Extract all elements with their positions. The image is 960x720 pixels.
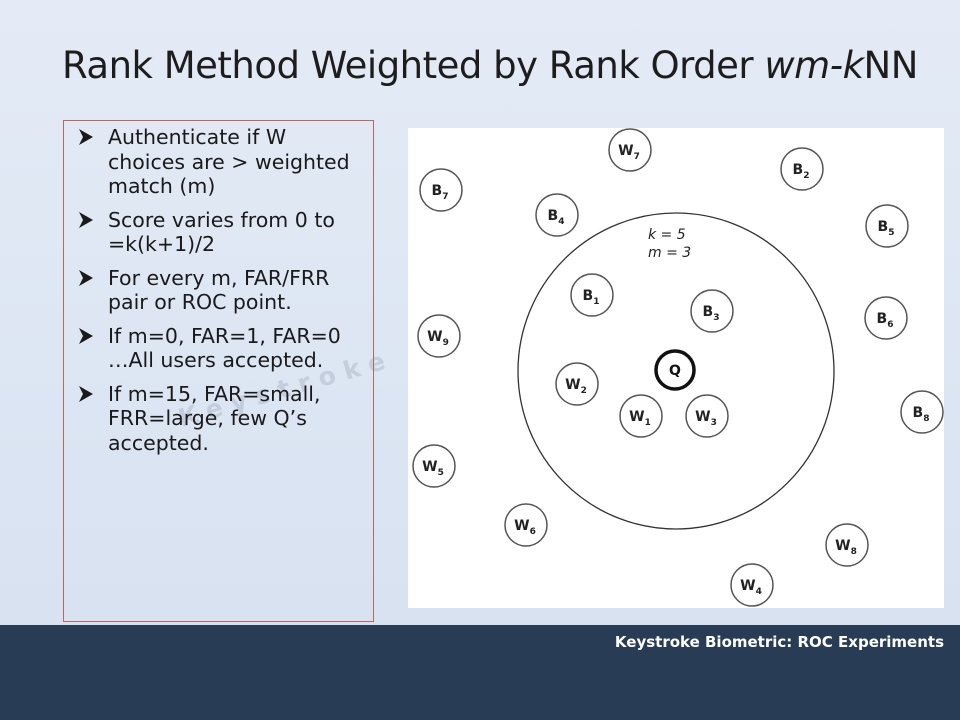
node-circle: [608, 128, 652, 172]
bullet-item: Authenticate if W choices are > weighted…: [76, 125, 367, 199]
node-w4: W4: [730, 563, 774, 607]
node-label: B8: [913, 405, 930, 424]
node-label: B6: [877, 311, 894, 330]
node-w6: W6: [504, 503, 548, 547]
node-label: B4: [548, 208, 565, 227]
footer-bar: Keystroke Biometric: ROC Experiments: [0, 625, 960, 720]
node-label: W8: [835, 538, 857, 557]
node-b8: B8: [900, 390, 944, 434]
node-circle: [685, 394, 729, 438]
bullet-box: Authenticate if W choices are > weighted…: [63, 120, 374, 622]
node-label: B1: [583, 288, 600, 307]
node-label: B2: [793, 162, 810, 181]
node-label: B5: [878, 219, 895, 238]
node-circle: [504, 503, 548, 547]
k-label: k = 5: [648, 227, 686, 243]
bullet-list: Authenticate if W choices are > weighted…: [64, 121, 373, 455]
node-b2: B2: [780, 147, 824, 191]
arrow-bullet-icon: [79, 327, 93, 344]
m-label: m = 3: [648, 245, 691, 261]
node-label: W2: [565, 377, 587, 396]
node-circle: [555, 362, 599, 406]
bullet-item: Score varies from 0 to =k(k+1)/2: [76, 208, 367, 257]
node-w1: W1: [619, 394, 663, 438]
node-b1: B1: [570, 273, 614, 317]
node-w8: W8: [825, 523, 869, 567]
node-b6: B6: [864, 296, 908, 340]
node-w5: W5: [412, 444, 456, 488]
node-circle: [730, 563, 774, 607]
node-label: W5: [422, 459, 444, 478]
node-label: B3: [703, 304, 720, 323]
node-circle: [412, 444, 456, 488]
node-b7: B7: [419, 168, 463, 212]
arrow-bullet-icon: [79, 129, 93, 145]
node-circle: [417, 314, 461, 358]
arrow-bullet-icon: [79, 211, 93, 228]
node-label: W1: [629, 409, 651, 428]
query-node: Q: [654, 349, 696, 391]
node-w2: W2: [555, 362, 599, 406]
node-circle: [825, 523, 869, 567]
bullet-item: If m=15, FAR=small, FRR=large, few Q’s a…: [76, 382, 367, 456]
node-label: W4: [740, 578, 762, 597]
title-end: NN: [863, 44, 919, 87]
node-w3: W3: [685, 394, 729, 438]
node-w9: W9: [417, 314, 461, 358]
bullet-item: For every m, FAR/FRR pair or ROC point.: [76, 266, 367, 315]
node-b5: B5: [865, 204, 909, 248]
node-b4: B4: [535, 193, 579, 237]
query-label: Q: [669, 363, 681, 379]
slide-title: Rank Method Weighted by Rank Order wm-kN…: [62, 44, 942, 87]
bullet-text: Authenticate if W choices are > weighted…: [108, 125, 350, 198]
node-circle: [419, 168, 463, 212]
node-circle: [864, 296, 908, 340]
node-w7: W7: [608, 128, 652, 172]
node-circle: [900, 390, 944, 434]
arrow-bullet-icon: [79, 269, 93, 286]
node-label: W9: [427, 329, 449, 348]
node-circle: [535, 193, 579, 237]
node-circle: [780, 147, 824, 191]
node-label: W7: [618, 143, 640, 162]
node-label: B7: [432, 183, 449, 202]
node-circle: [865, 204, 909, 248]
bullet-text: For every m, FAR/FRR pair or ROC point.: [108, 265, 330, 315]
node-b3: B3: [690, 289, 734, 333]
bullet-text: Score varies from 0 to =k(k+1)/2: [108, 207, 335, 257]
k-radius-circle: [517, 212, 835, 530]
arrow-bullet-icon: [79, 385, 93, 402]
node-circle: [690, 289, 734, 333]
node-circle: [570, 273, 614, 317]
title-main: Rank Method Weighted by Rank Order: [62, 44, 765, 87]
node-label: W3: [695, 409, 717, 428]
bullet-text: If m=0, FAR=1, FAR=0 …All users accepted…: [108, 323, 341, 373]
title-italic: wm-k: [764, 44, 864, 87]
bullet-text: If m=15, FAR=small, FRR=large, few Q’s a…: [108, 381, 321, 455]
footer-text: Keystroke Biometric: ROC Experiments: [614, 633, 944, 651]
node-circle: [619, 394, 663, 438]
bullet-item: If m=0, FAR=1, FAR=0 …All users accepted…: [76, 324, 367, 373]
query-circle: [654, 349, 696, 391]
node-label: W6: [514, 518, 536, 537]
